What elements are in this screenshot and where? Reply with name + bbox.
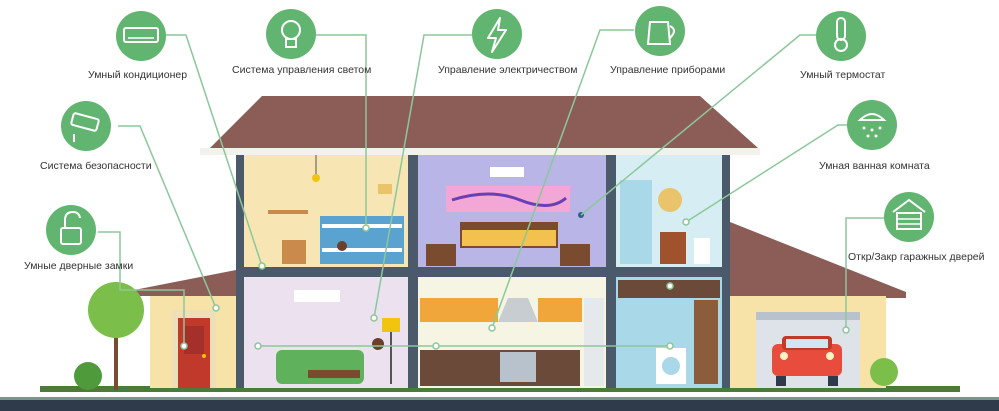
bathroom-mirror <box>658 188 682 212</box>
main-roof <box>210 96 758 148</box>
endpoint-appliances <box>488 324 496 332</box>
label-security-system: Система безопасности <box>40 160 152 172</box>
tree-crown <box>88 282 144 338</box>
label-appliance-control: Управление приборами <box>610 64 726 76</box>
thermometer-icon <box>816 11 866 61</box>
light-bulb-icon <box>266 9 316 59</box>
connector-garage <box>845 217 884 330</box>
grass-strip <box>40 386 960 392</box>
label-smart-door-locks: Умные дверные замки <box>24 260 134 272</box>
endpoint-ac <box>258 262 266 270</box>
left-annex-roof <box>124 270 236 296</box>
upper-cabinets-right <box>538 298 582 322</box>
connector-ac <box>165 34 263 267</box>
child-figure <box>337 241 347 251</box>
bed-blanket <box>462 230 556 246</box>
connector-electricity <box>373 34 492 319</box>
nightstand-left <box>426 244 456 266</box>
connector-lines <box>98 29 884 347</box>
car-body <box>772 344 842 376</box>
toilet <box>694 238 710 264</box>
bunk-bed-upper-mattress <box>322 224 402 228</box>
garage-icon <box>884 192 934 242</box>
ground-line <box>0 397 999 400</box>
label-smart-thermostat: Умный термостат <box>800 69 886 81</box>
endpoint-living <box>254 342 262 350</box>
connector-lighting <box>316 34 367 228</box>
oven <box>500 352 536 382</box>
security-camera-icon <box>61 101 111 151</box>
endpoint-laundry-upper <box>666 282 674 290</box>
tree-trunk <box>114 328 118 390</box>
garage-roof <box>730 222 906 298</box>
refrigerator <box>584 298 604 386</box>
car-headlight-left <box>780 352 788 360</box>
kettle-icon <box>635 6 685 56</box>
vanity-cabinet <box>660 232 686 264</box>
car-windshield <box>786 339 828 348</box>
label-lighting-control: Система управления светом <box>232 64 372 76</box>
roof-eave <box>200 148 760 155</box>
endpoint-garage <box>842 326 850 334</box>
endpoint-bathroom <box>682 218 690 226</box>
endpoint-electricity <box>370 314 378 322</box>
front-door-panel <box>184 326 204 354</box>
label-garage-door-control: Откр/Закр гаражных дверей <box>848 251 985 263</box>
bush-left <box>74 362 102 390</box>
air-conditioner-icon <box>116 11 166 61</box>
range-hood <box>498 298 538 322</box>
painting-swirl <box>451 192 567 207</box>
floor-lamp-shade <box>382 318 400 332</box>
car-wheel-right <box>828 376 838 386</box>
sofa <box>276 350 364 384</box>
car-wheel-left <box>776 376 786 386</box>
shower-cabin <box>620 180 652 264</box>
endpoint-locks <box>180 342 188 350</box>
garage-door-rolled <box>756 312 860 320</box>
endpoint-laundry <box>666 342 674 350</box>
laundry-shelf <box>694 300 718 384</box>
connector-appliances <box>491 29 634 329</box>
bedroom-ac-unit <box>490 167 524 177</box>
bedroom-painting <box>446 186 570 212</box>
endpoint-security <box>212 304 220 312</box>
nightstand-right <box>560 244 590 266</box>
wall-picture <box>378 184 392 194</box>
lightning-bolt-icon <box>472 9 522 59</box>
ground-bar <box>0 400 999 411</box>
desk <box>282 240 306 264</box>
floor-lamp-stand <box>390 332 392 384</box>
living-ac-unit <box>294 290 340 302</box>
label-smart-ac: Умный кондиционер <box>88 69 188 81</box>
shelf <box>268 210 308 214</box>
padlock-icon <box>46 205 96 255</box>
car-headlight-right <box>826 352 834 360</box>
coffee-table <box>308 370 360 378</box>
washing-machine-window <box>662 357 680 375</box>
person-figure <box>372 338 384 350</box>
connector-security <box>118 125 217 309</box>
endpoint-kitchen-1 <box>432 342 440 350</box>
bush-right <box>870 358 898 386</box>
door-knob <box>202 354 206 358</box>
connector-endpoints <box>180 218 850 350</box>
connector-locks <box>98 231 185 346</box>
shower-icon <box>847 100 897 150</box>
label-electricity-control: Управление электричеством <box>438 64 578 76</box>
bunk-bed-lower-mattress <box>322 248 402 252</box>
pendant-lamp <box>312 174 320 182</box>
upper-cabinets-left <box>420 298 498 322</box>
endpoint-lighting <box>362 224 370 232</box>
label-smart-bathroom: Умная ванная комната <box>819 160 930 172</box>
